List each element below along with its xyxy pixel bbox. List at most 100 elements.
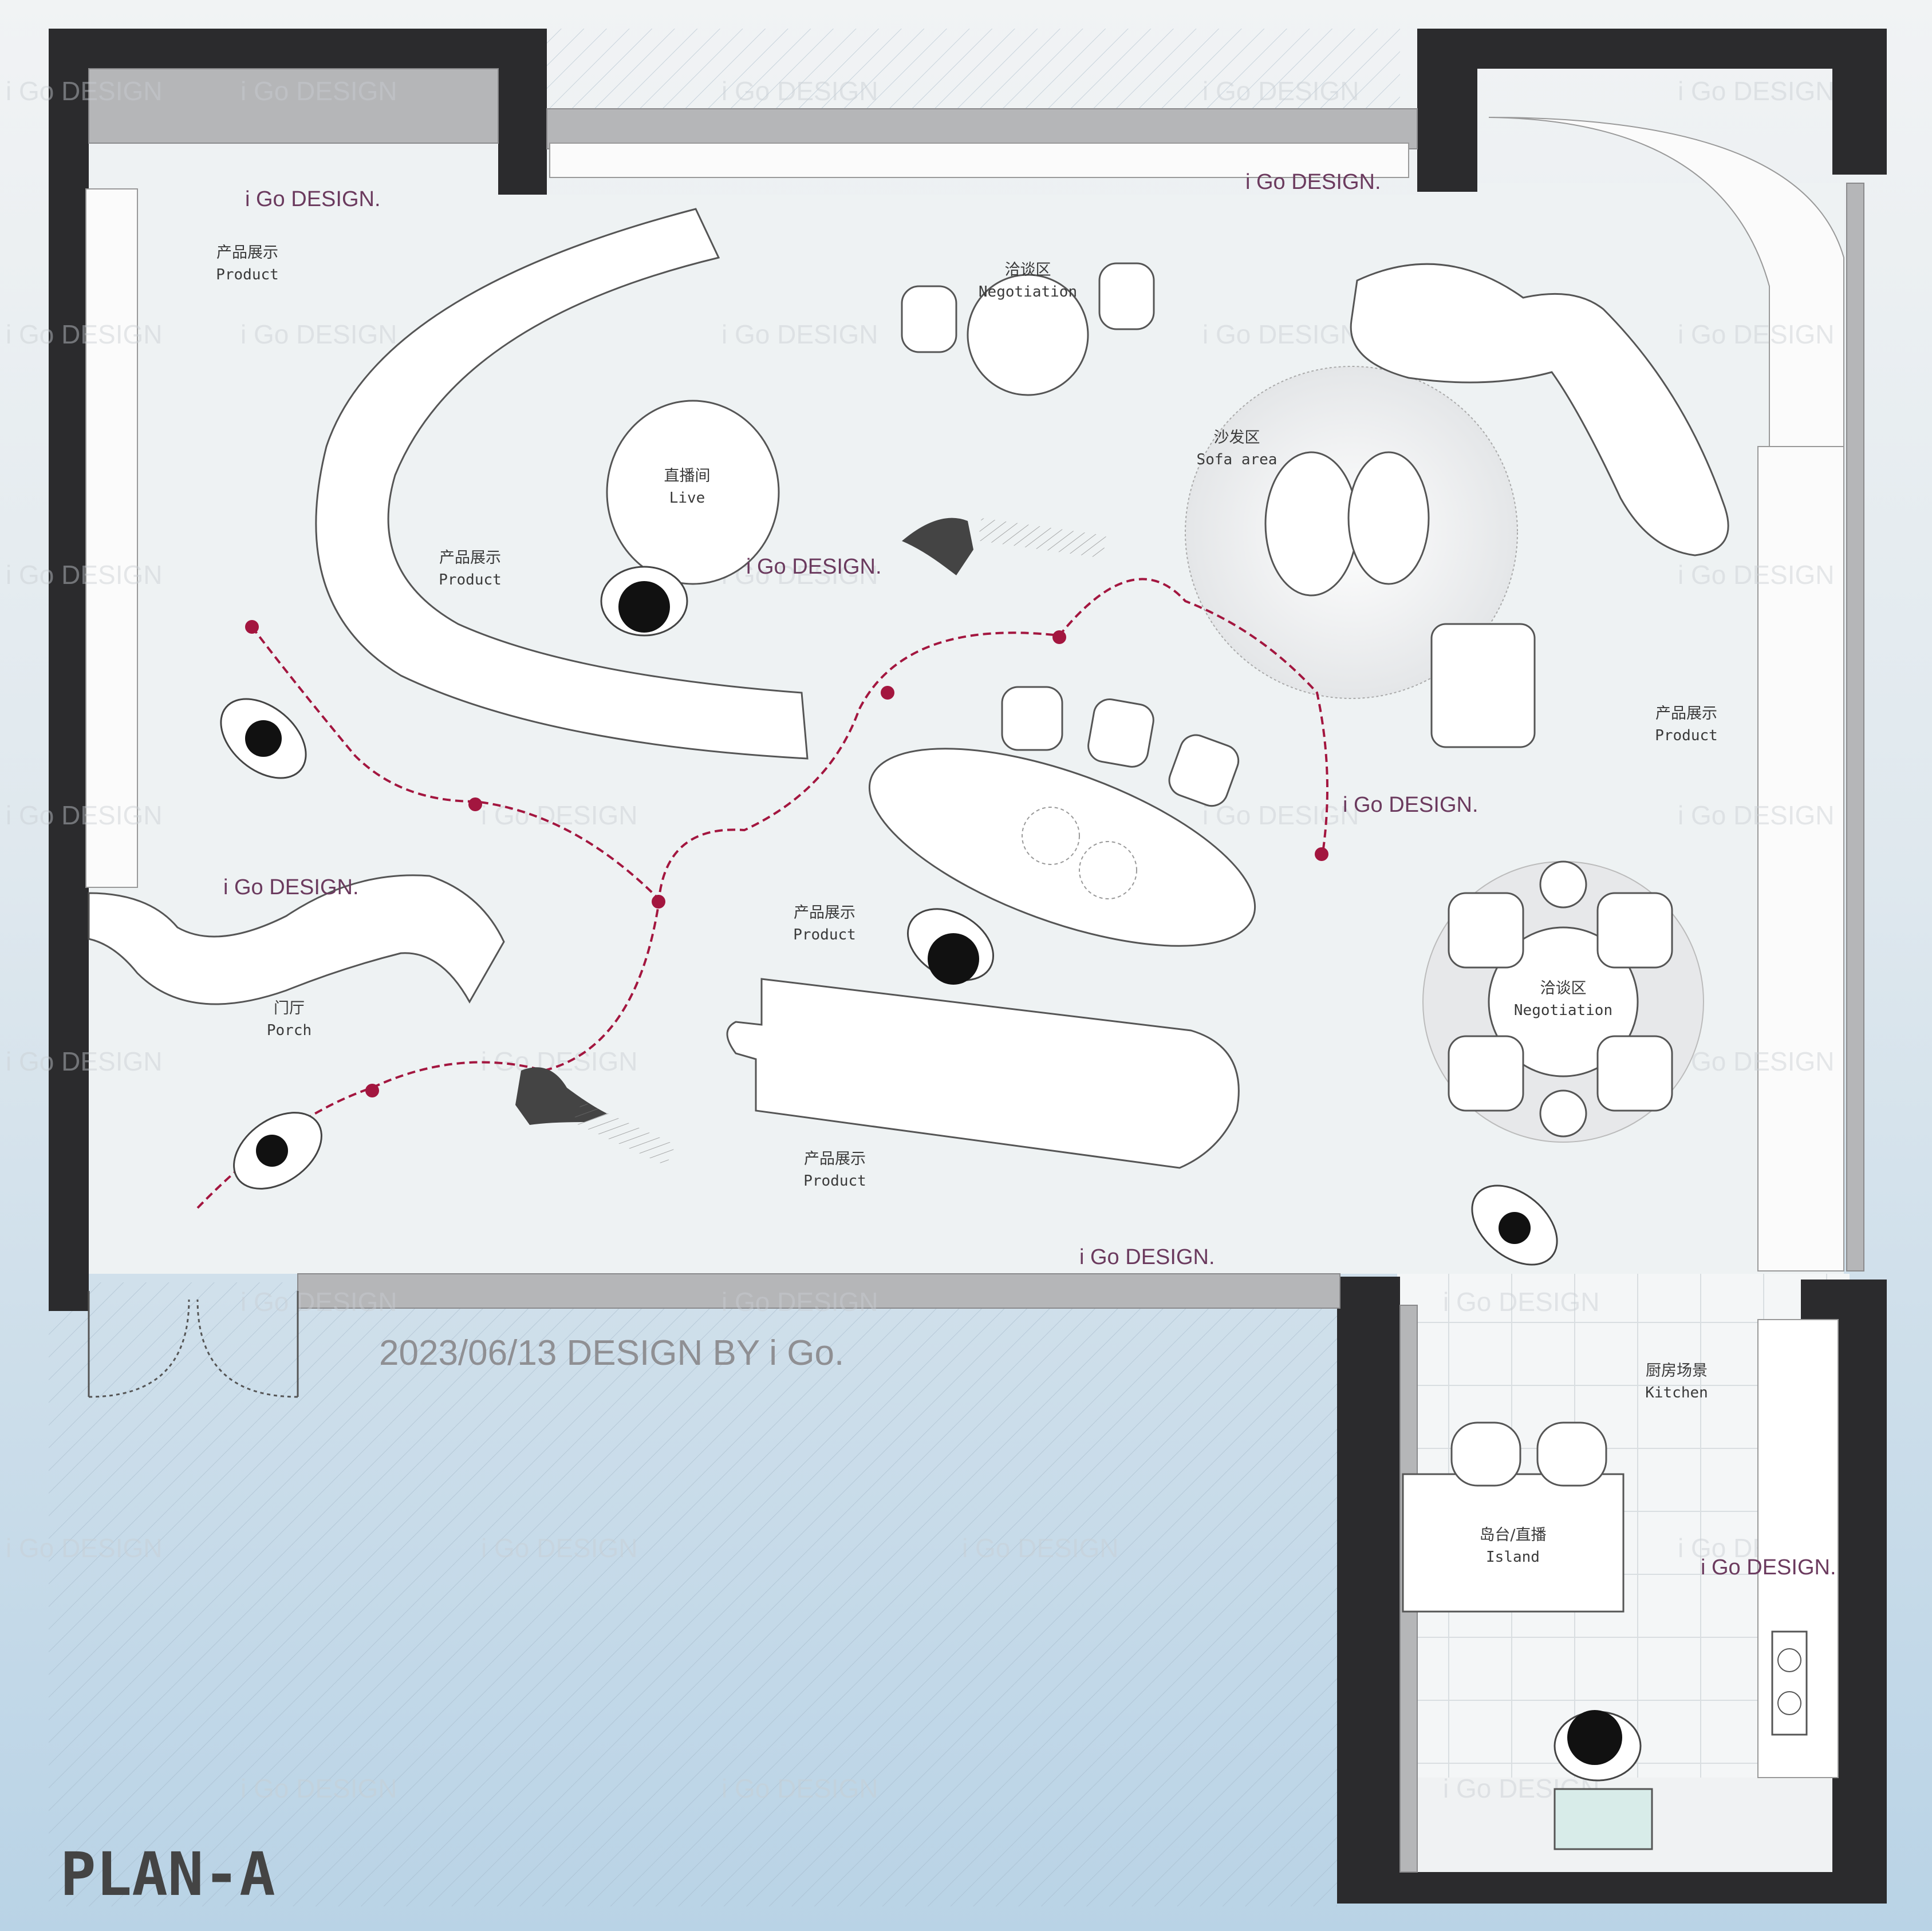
burner	[1777, 1648, 1801, 1672]
zone-label-live: 直播间 Live	[664, 467, 711, 507]
lounge-chair	[1430, 623, 1536, 748]
zone-label-product-4: 产品展示 Product	[803, 1150, 866, 1190]
svg-text:门厅: 门厅	[274, 1000, 305, 1017]
svg-text:i Go DESIGN: i Go DESIGN	[6, 1533, 163, 1563]
svg-text:i Go DESIGN.: i Go DESIGN.	[746, 555, 882, 579]
svg-text:i Go DESIGN: i Go DESIGN	[240, 319, 397, 349]
svg-text:i Go DESIGN: i Go DESIGN	[6, 800, 163, 830]
svg-text:i Go DESIGN: i Go DESIGN	[481, 1047, 638, 1076]
person-figure	[906, 908, 995, 985]
leash-hatch	[978, 518, 1106, 559]
svg-text:产品展示: 产品展示	[804, 1150, 866, 1168]
curved-sofa	[1350, 263, 1729, 556]
svg-text:i Go DESIGN.: i Go DESIGN.	[223, 875, 359, 899]
person-figure	[1471, 1184, 1558, 1266]
walls	[49, 29, 1887, 1904]
table-decor	[1022, 807, 1080, 865]
route-marker	[245, 620, 1328, 1097]
svg-text:i Go DESIGN.: i Go DESIGN.	[1079, 1245, 1215, 1269]
long-display-counter	[726, 978, 1240, 1169]
svg-text:Sofa area: Sofa area	[1197, 451, 1278, 468]
zone-label-product-2: 产品展示 Product	[439, 549, 502, 589]
leash-hatch	[572, 1101, 676, 1166]
bar-stool	[1450, 1421, 1521, 1487]
svg-text:Product: Product	[793, 926, 856, 943]
svg-text:产品展示: 产品展示	[439, 549, 501, 567]
svg-text:i Go DESIGN: i Go DESIGN	[240, 76, 397, 106]
zone-label-porch: 门厅 Porch	[267, 1000, 312, 1039]
visitor-route	[251, 626, 660, 900]
svg-text:i Go DESIGN: i Go DESIGN	[721, 76, 878, 106]
svg-text:Island: Island	[1486, 1549, 1540, 1566]
svg-text:i Go DESIGN: i Go DESIGN	[721, 319, 878, 349]
svg-text:i Go DESIGN: i Go DESIGN	[6, 76, 163, 106]
exterior-hatch-area	[49, 1282, 1337, 1906]
svg-text:洽谈区: 洽谈区	[1540, 980, 1587, 997]
chair	[1001, 686, 1063, 751]
burner	[1777, 1691, 1801, 1715]
zone-label-product-1: 产品展示 Product	[216, 244, 279, 283]
chair	[1098, 262, 1155, 330]
svg-text:i Go DESIGN: i Go DESIGN	[1443, 1287, 1600, 1317]
s-display-counter	[88, 874, 505, 1005]
svg-text:Porch: Porch	[267, 1022, 312, 1039]
svg-text:i Go DESIGN: i Go DESIGN	[1678, 1047, 1835, 1076]
svg-text:洽谈区: 洽谈区	[1005, 261, 1051, 279]
zone-label-island: 岛台/直播 Island	[1479, 1526, 1546, 1566]
plan-title: PLAN-A	[60, 1839, 275, 1909]
svg-text:i Go DESIGN: i Go DESIGN	[240, 1774, 397, 1803]
svg-text:i Go DESIGN: i Go DESIGN	[1202, 319, 1359, 349]
curved-display-counter	[315, 208, 809, 760]
egg-chair	[1264, 451, 1358, 597]
exterior-top-hatch	[547, 29, 1400, 109]
svg-text:i Go DESIGN: i Go DESIGN	[1678, 800, 1835, 830]
svg-text:i Go DESIGN: i Go DESIGN	[721, 1774, 878, 1803]
oval-meeting-table	[868, 748, 1256, 947]
person-figure	[233, 1112, 322, 1190]
svg-text:i Go DESIGN: i Go DESIGN	[240, 1287, 397, 1317]
chair	[901, 285, 957, 353]
chair	[1448, 1035, 1524, 1112]
svg-text:岛台/直播: 岛台/直播	[1479, 1526, 1546, 1544]
svg-text:i Go DESIGN: i Go DESIGN	[962, 1533, 1119, 1563]
chair	[1168, 734, 1240, 807]
svg-text:沙发区: 沙发区	[1214, 429, 1260, 447]
egg-chair	[1347, 451, 1430, 585]
svg-text:i Go DESIGN.: i Go DESIGN.	[245, 187, 381, 211]
svg-text:Negotiation: Negotiation	[1514, 1002, 1612, 1019]
svg-text:产品展示: 产品展示	[216, 244, 278, 262]
cooktop	[1771, 1630, 1808, 1736]
person-figure	[1554, 1710, 1642, 1782]
svg-text:i Go DESIGN: i Go DESIGN	[1202, 800, 1359, 830]
partition-walls	[88, 68, 1864, 1873]
date-credit: 2023/06/13 DESIGN BY i Go.	[379, 1333, 844, 1373]
svg-text:i Go DESIGN: i Go DESIGN	[721, 560, 878, 590]
stool	[1539, 860, 1587, 909]
svg-text:产品展示: 产品展示	[1655, 705, 1717, 722]
zone-label-product-3: 产品展示 Product	[793, 904, 856, 943]
zone-label-negotiation-2: 洽谈区 Negotiation	[1514, 980, 1612, 1019]
bar-stool	[1536, 1421, 1607, 1487]
chair	[1596, 1035, 1673, 1112]
svg-text:i Go DESIGN: i Go DESIGN	[6, 319, 163, 349]
negotiation-table-2	[1488, 926, 1639, 1077]
svg-text:i Go DESIGN.: i Go DESIGN.	[1245, 170, 1381, 194]
svg-text:i Go DESIGN: i Go DESIGN	[1678, 560, 1835, 590]
svg-text:i Go DESIGN.: i Go DESIGN.	[1701, 1555, 1836, 1579]
live-table	[606, 400, 780, 585]
zone-label-product-5: 产品展示 Product	[1655, 705, 1718, 744]
svg-text:厨房场景: 厨房场景	[1646, 1362, 1708, 1380]
svg-text:Product: Product	[216, 266, 279, 283]
svg-text:i Go DESIGN: i Go DESIGN	[1678, 319, 1835, 349]
zone-label-sofa: 沙发区 Sofa area	[1197, 429, 1278, 468]
zone-label-negotiation-1: 洽谈区 Negotiation	[979, 261, 1077, 301]
svg-text:i Go DESIGN: i Go DESIGN	[6, 1047, 163, 1076]
svg-text:Negotiation: Negotiation	[979, 283, 1077, 301]
svg-text:i Go DESIGN: i Go DESIGN	[721, 1287, 878, 1317]
chair	[1448, 892, 1524, 969]
brand-labels: i Go DESIGN. i Go DESIGN. i Go DESIGN. i…	[223, 170, 1836, 1579]
kitchen-island	[1402, 1473, 1625, 1613]
svg-text:i Go DESIGN: i Go DESIGN	[1678, 76, 1835, 106]
svg-text:产品展示: 产品展示	[794, 904, 855, 922]
